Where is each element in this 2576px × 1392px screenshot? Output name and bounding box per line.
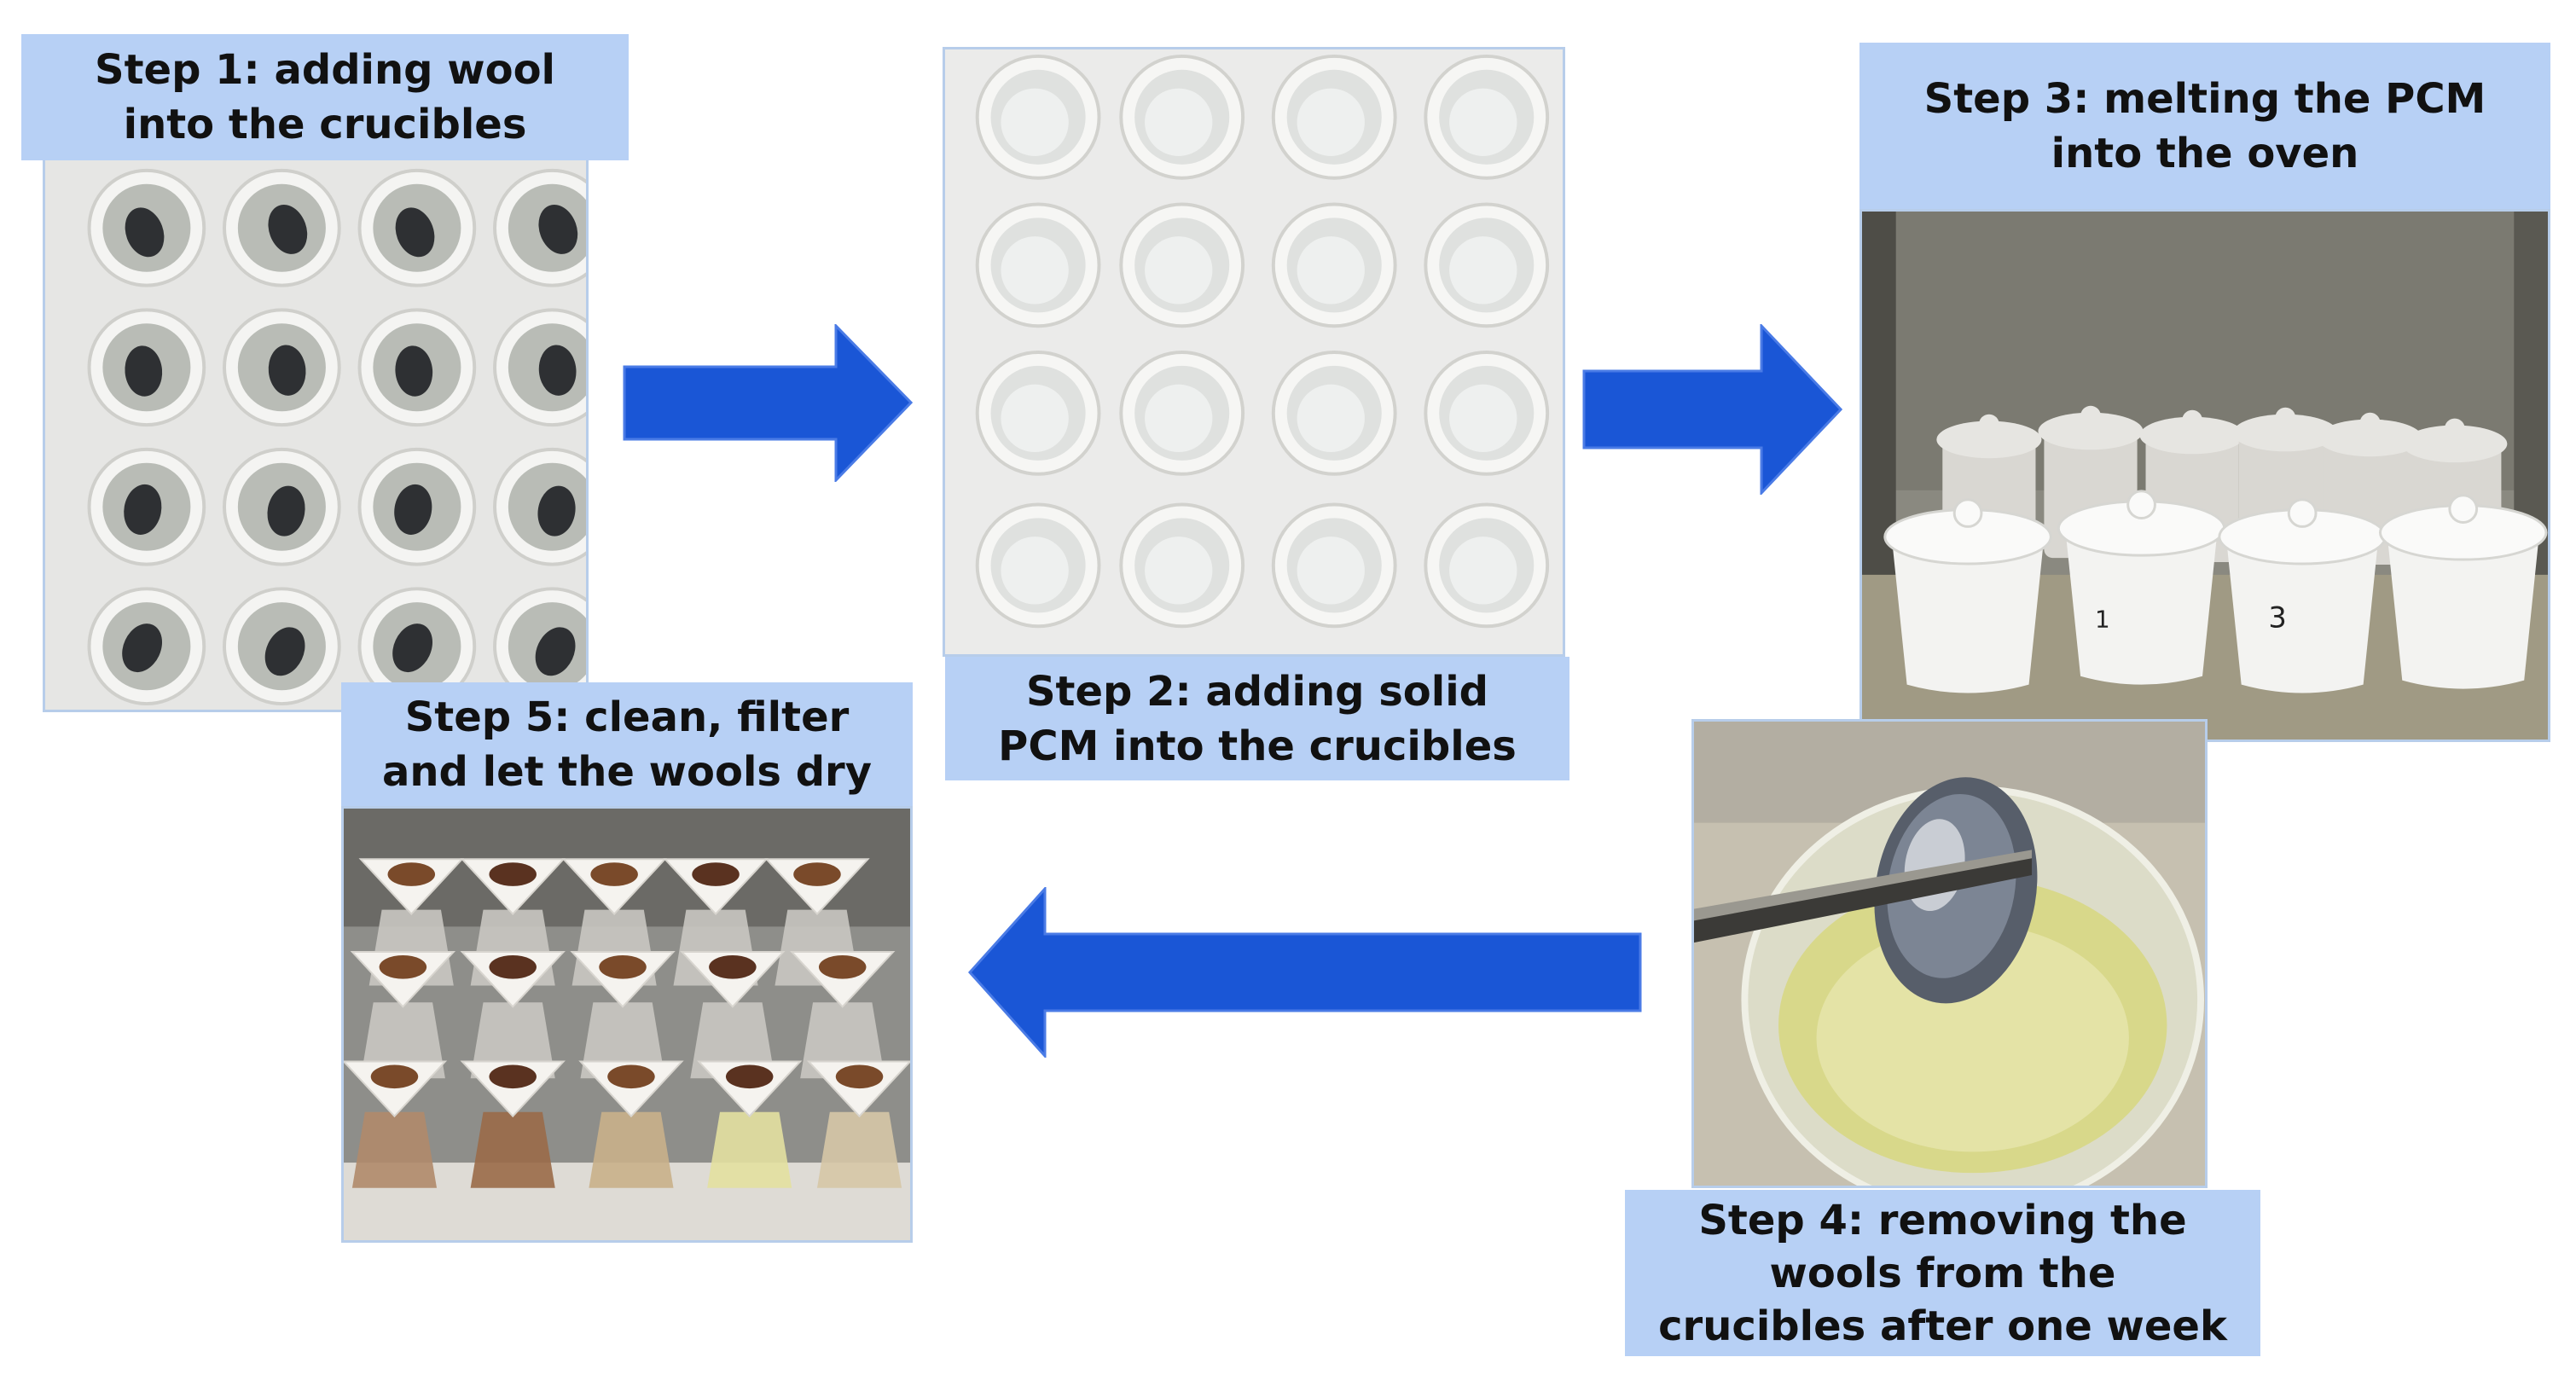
arrow-step1-to-step2: [623, 324, 913, 482]
step4-label-line3: crucibles after one week: [1658, 1302, 2227, 1350]
step4-label-line2: wools from the: [1769, 1249, 2116, 1297]
step3-photo: 3 1: [1859, 209, 2550, 742]
right-arrow-icon: [1582, 324, 1842, 495]
step5-label-line2: and let the wools dry: [381, 747, 873, 796]
step3-label-line1: Step 3: melting the PCM: [1923, 74, 2486, 123]
svg-text:3: 3: [2268, 600, 2286, 634]
step2-label-line1: Step 2: adding solid: [1025, 667, 1489, 716]
step5-filters: [344, 809, 910, 1240]
step1-label-line2: into the crucibles: [123, 101, 527, 148]
step4-beaker: [1694, 722, 2205, 1186]
step1-label: Step 1: adding wool into the crucibles: [21, 34, 629, 160]
step3-label: Step 3: melting the PCM into the oven: [1859, 43, 2550, 209]
step5-label: Step 5: clean, filter and let the wools …: [341, 682, 913, 806]
arrow-step2-to-step3: [1582, 324, 1842, 495]
step4-label-line1: Step 4: removing the: [1698, 1196, 2187, 1244]
step1-crucible-grid: [45, 160, 586, 710]
step5-photo: [341, 806, 913, 1243]
step1-photo: [43, 158, 589, 712]
step3-oven: 3 1: [1862, 212, 2548, 740]
step2-crucible-grid: [945, 49, 1563, 654]
left-arrow-icon: [968, 887, 1642, 1058]
step2-label: Step 2: adding solid PCM into the crucib…: [945, 657, 1569, 780]
step4-photo: [1691, 719, 2208, 1188]
right-arrow-icon: [623, 324, 913, 482]
arrow-step4-to-step5: [968, 887, 1642, 1058]
step2-photo: [943, 47, 1565, 657]
svg-text:1: 1: [2095, 605, 2110, 633]
step5-label-line1: Step 5: clean, filter: [404, 693, 850, 741]
step3-label-line2: into the oven: [2051, 129, 2359, 177]
step2-label-line2: PCM into the crucibles: [998, 722, 1517, 770]
step1-label-line1: Step 1: adding wool: [95, 46, 555, 94]
step4-label: Step 4: removing the wools from the cruc…: [1625, 1190, 2260, 1356]
